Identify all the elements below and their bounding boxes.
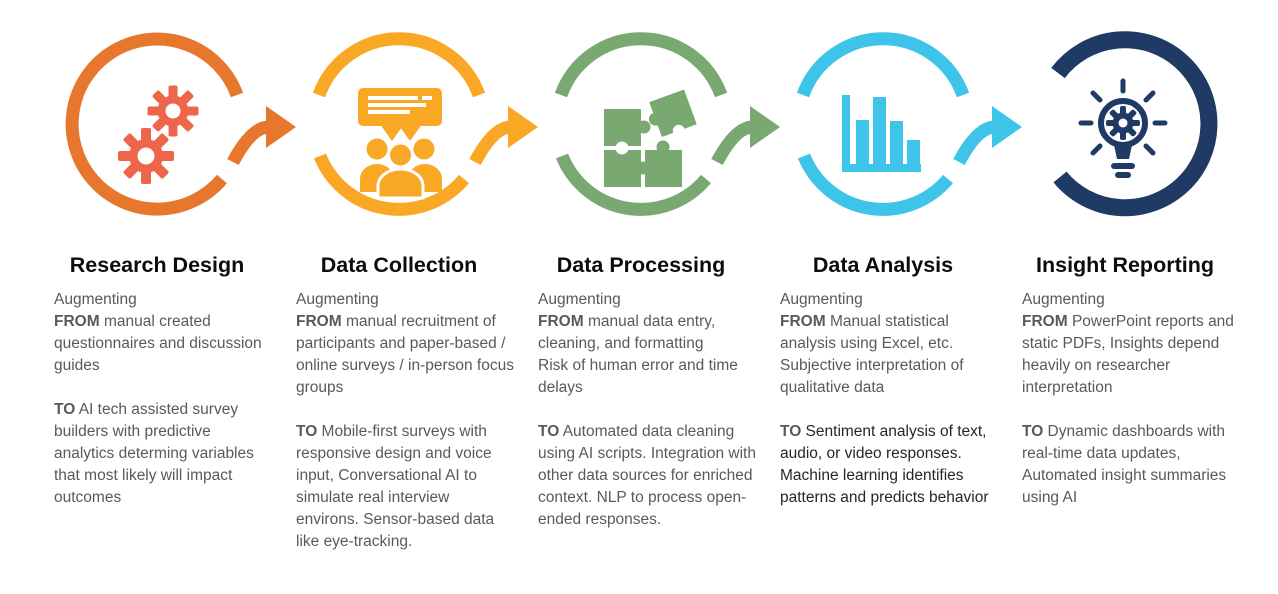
stage-description: Augmenting FROM manual created questionn… [36, 289, 278, 509]
stage-description: Augmenting FROM Manual statistical analy… [762, 289, 1004, 509]
stage-insight-reporting: Insight Reporting Augmenting FROM PowerP… [1004, 0, 1246, 575]
description-text: PowerPoint reports and static PDFs, Insi… [1022, 313, 1234, 396]
emphasis-word: TO [54, 401, 76, 418]
stage-description: Augmenting FROM manual data entry, clean… [520, 289, 762, 531]
ring-arc [1051, 31, 1218, 217]
description-paragraph: Augmenting FROM manual recruitment of pa… [296, 289, 514, 399]
flow-arrow-icon [469, 106, 538, 166]
description-text: manual recruitment of participants and p… [296, 313, 514, 396]
emphasis-word: FROM [780, 313, 826, 330]
stage-data-processing: Data Processing Augmenting FROM manual d… [520, 0, 780, 575]
stage-title: Research Design [69, 253, 245, 277]
ring-arc [65, 32, 244, 216]
focus-group-icon [358, 88, 442, 200]
description-text: Mobile-first surveys with responsive des… [296, 423, 495, 550]
description-paragraph: TO Automated data cleaning using AI scri… [538, 421, 756, 531]
stage-data-collection: Data Collection Augmenting FROM manual r… [278, 0, 538, 575]
description-paragraph: Augmenting FROM manual created questionn… [54, 289, 272, 377]
description-text: manual data entry, cleaning, and formatt… [538, 313, 738, 396]
ring-arc [313, 153, 469, 216]
emphasis-word: FROM [1022, 313, 1068, 330]
description-text: Sentiment analysis of text, audio, or vi… [780, 423, 989, 506]
description-text: AI tech assisted survey builders with pr… [54, 401, 254, 506]
puzzle-icon [604, 89, 697, 187]
stage-title: Data Analysis [812, 253, 954, 277]
ring-arc [796, 32, 970, 98]
description-paragraph: Augmenting FROM PowerPoint reports and s… [1022, 289, 1240, 399]
stage-graphic [65, 32, 296, 216]
description-text: Augmenting [54, 291, 137, 308]
description-text: Dynamic dashboards with real-time data u… [1022, 423, 1227, 506]
description-text: Manual statistical analysis using Excel,… [780, 313, 964, 396]
description-paragraph: TO Dynamic dashboards with real-time dat… [1022, 421, 1240, 509]
emphasis-word: TO [538, 423, 560, 440]
ring-arc [312, 32, 486, 98]
description-paragraph: TO AI tech assisted survey builders with… [54, 399, 272, 509]
stage-title: Insight Reporting [1036, 253, 1214, 277]
ring-arc [554, 32, 728, 98]
description-text: Augmenting [780, 291, 863, 308]
description-text: Automated data cleaning using AI scripts… [538, 423, 756, 528]
stage-data-analysis: Data Analysis Augmenting FROM Manual sta… [762, 0, 1022, 575]
process-diagram: Research Design Augmenting FROM manual c… [36, 0, 1246, 575]
gears-icon [118, 85, 199, 184]
ring-arc [555, 153, 711, 216]
emphasis-word: FROM [54, 313, 100, 330]
description-text: Augmenting [296, 291, 379, 308]
flow-arrow-icon [227, 106, 296, 166]
description-text: Augmenting [538, 291, 621, 308]
stage-graphic [312, 32, 538, 216]
description-text: Augmenting [1022, 291, 1105, 308]
stage-graphic [554, 32, 780, 216]
description-paragraph: TO Mobile-first surveys with responsive … [296, 421, 514, 553]
stage-research-design: Research Design Augmenting FROM manual c… [36, 0, 296, 575]
emphasis-word: FROM [296, 313, 342, 330]
emphasis-word: TO [296, 423, 318, 440]
stage-graphic [796, 32, 1022, 216]
emphasis-word: TO [1022, 423, 1044, 440]
stage-description: Augmenting FROM PowerPoint reports and s… [1004, 289, 1246, 509]
description-paragraph: Augmenting FROM manual data entry, clean… [538, 289, 756, 399]
emphasis-word: FROM [538, 313, 584, 330]
description-paragraph: TO Sentiment analysis of text, audio, or… [780, 421, 998, 509]
emphasis-word: TO [780, 423, 802, 440]
description-paragraph: Augmenting FROM Manual statistical analy… [780, 289, 998, 399]
stage-title: Data Collection [320, 253, 478, 277]
stage-description: Augmenting FROM manual recruitment of pa… [278, 289, 520, 553]
flow-arrow-icon [711, 106, 780, 166]
stage-graphic [1051, 31, 1218, 217]
bar-chart-icon [842, 95, 921, 172]
lightbulb-icon [1078, 78, 1168, 178]
ring-arc [797, 153, 953, 216]
description-text: manual created questionnaires and discus… [54, 313, 262, 374]
stage-title: Data Processing [556, 253, 726, 277]
flow-arrow-icon [953, 106, 1022, 166]
